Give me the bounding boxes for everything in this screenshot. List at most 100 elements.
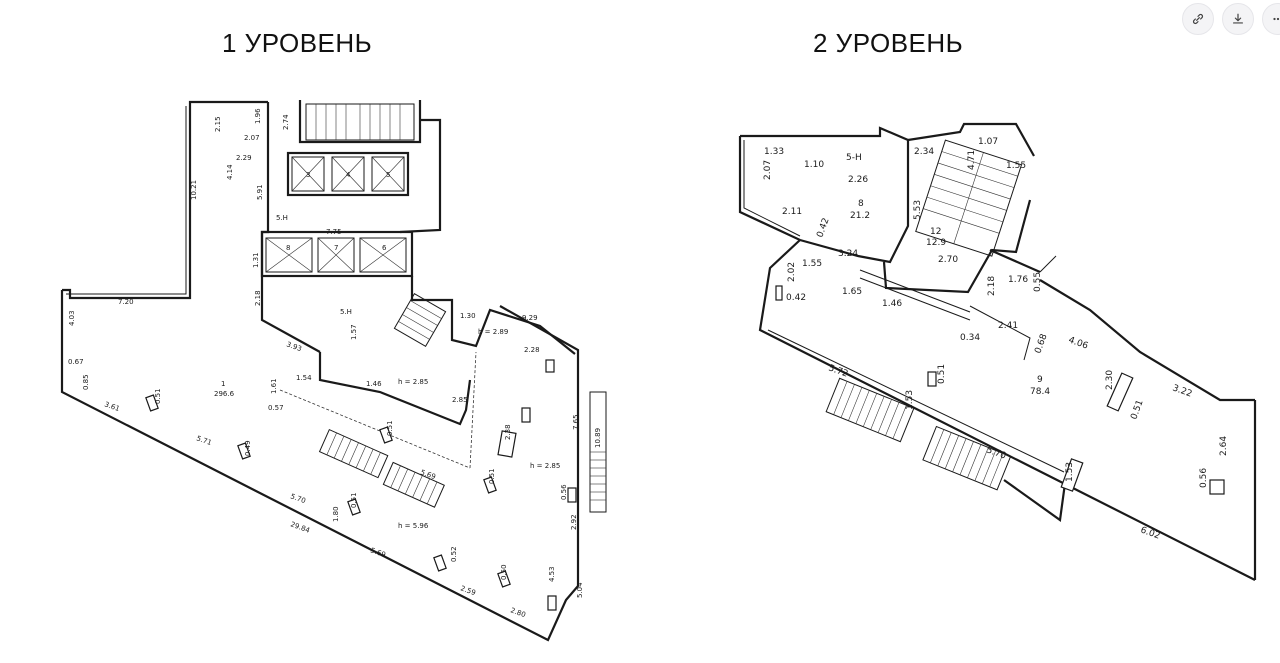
dimension-label: 0.57 <box>268 404 284 412</box>
lift-number: 3 <box>306 171 310 179</box>
dimension-label: 1.61 <box>270 378 278 394</box>
dimension-label: 7.75 <box>326 228 342 236</box>
dimension-label: 0.85 <box>82 374 90 390</box>
dimension-label: 0.51 <box>350 492 358 508</box>
height-label: h = 5.96 <box>398 522 429 530</box>
dimension-label: 2.15 <box>214 116 222 132</box>
dimension-label: 1.33 <box>764 147 784 157</box>
dimension-label: 6.02 <box>1139 525 1161 541</box>
height-label: h = 2.85 <box>398 378 428 386</box>
level-1-stairs <box>305 103 607 513</box>
dimension-label: 5.53 <box>913 200 923 220</box>
dimension-label: 4.14 <box>226 164 234 180</box>
dimension-label: 9.29 <box>522 314 538 322</box>
dimension-label: 1.10 <box>804 160 824 170</box>
dimension-label: 5.04 <box>576 582 584 598</box>
level-1-lifts <box>265 156 407 273</box>
dimension-label: 0.50 <box>500 564 508 580</box>
dimension-label: 5.91 <box>256 184 264 200</box>
dimension-label: 1.54 <box>296 374 312 382</box>
lift-number: 8 <box>286 244 290 252</box>
room-number-upper: 8 <box>858 199 864 209</box>
room-area-level-2: 78.4 <box>1030 387 1050 397</box>
dimension-label: 2.64 <box>1219 436 1229 456</box>
dimension-label: 3.22 <box>1171 383 1193 399</box>
lift-number: 7 <box>334 244 338 252</box>
level-2-labels: 9 78.4 8 21.2 12 12.9 1.33 1.10 5-H 2.34… <box>763 137 1229 542</box>
height-label: h = 2.89 <box>478 328 508 336</box>
dimension-label: 0.51 <box>488 468 496 484</box>
dimension-label: 1.57 <box>350 324 358 340</box>
dimension-label: 2.07 <box>244 134 260 142</box>
dimension-label: 2.92 <box>570 514 578 530</box>
dimension-label: 1.55 <box>802 259 822 269</box>
dimension-label: 1.53 <box>1065 462 1075 482</box>
dimension-label: 4.53 <box>548 566 556 582</box>
dimension-label: 10.89 <box>594 428 602 448</box>
dimension-label: 0.51 <box>154 388 162 404</box>
dimension-label: 1.30 <box>460 312 476 320</box>
dimension-label: 0.55 <box>1033 272 1043 292</box>
dimension-label: 2.26 <box>848 175 868 185</box>
dimension-label: 1.55 <box>1006 161 1026 171</box>
dimension-label: 0.56 <box>560 484 568 500</box>
dimension-label: 2.70 <box>938 255 958 265</box>
dimension-label: 2.34 <box>914 147 934 157</box>
dimension-label: 2.41 <box>998 321 1018 331</box>
dimension-label: 0.34 <box>960 333 980 343</box>
dimension-label: 7.65 <box>572 414 580 430</box>
dimension-label: 1.07 <box>978 137 998 147</box>
dimension-label: 4.71 <box>967 150 977 170</box>
dimension-label: 4.06 <box>1067 335 1090 351</box>
dimension-label: 0.42 <box>786 293 806 303</box>
room-area-level-1: 296.6 <box>214 390 235 398</box>
dimension-label: 0.42 <box>815 217 831 239</box>
dimension-label: 2.28 <box>524 346 540 354</box>
level-1-columns <box>145 359 577 611</box>
dimension-label: 2.30 <box>1105 370 1115 390</box>
dimension-label: 1.53 <box>905 390 915 410</box>
lift-number: 6 <box>382 244 387 252</box>
dimension-label: 5.H <box>340 308 352 316</box>
dimension-label: 1.76 <box>1008 275 1028 285</box>
dimension-label: 2.11 <box>782 207 802 217</box>
dimension-label: 0.68 <box>1033 333 1049 356</box>
room-number-level-1: 1 <box>221 380 225 388</box>
dimension-label: 2.18 <box>987 276 997 296</box>
dimension-label: 2.29 <box>236 154 252 162</box>
level-1-title: 1 УРОВЕНЬ <box>222 28 373 58</box>
dimension-label: 2.18 <box>254 290 262 306</box>
dimension-label: 2.85 <box>452 396 468 404</box>
level-1-walls <box>60 100 580 642</box>
dimension-label: 3.24 <box>838 249 858 259</box>
stair-room-number: 12 <box>930 227 941 237</box>
level-2-title: 2 УРОВЕНЬ <box>813 28 964 58</box>
room-area-upper: 21.2 <box>850 211 870 221</box>
dimension-label: 0.56 <box>1199 468 1209 488</box>
dimension-label: 2.02 <box>787 262 797 282</box>
image-toolbar <box>1182 3 1280 35</box>
dimension-label: 1.46 <box>366 380 382 388</box>
copy-link-button[interactable] <box>1182 3 1214 35</box>
dimension-label: 0.67 <box>68 358 84 366</box>
download-button[interactable] <box>1222 3 1254 35</box>
dimension-label: 2.38 <box>504 424 512 440</box>
dimension-label: 0.52 <box>450 546 458 562</box>
height-label: h = 2.85 <box>530 462 560 470</box>
dimension-label: 1.31 <box>252 252 260 268</box>
dimension-label: 10.21 <box>190 180 198 200</box>
dimension-label: 5.H <box>276 214 288 222</box>
dimension-label: 1.96 <box>254 108 262 124</box>
level-2-columns <box>775 285 1225 495</box>
dimension-label: 0.51 <box>937 364 947 384</box>
more-icon <box>1273 17 1280 21</box>
dimension-label: 5-H <box>846 153 862 163</box>
lift-number: 4 <box>346 171 351 179</box>
link-icon <box>1192 13 1204 25</box>
dimension-label: 1.65 <box>842 287 862 297</box>
dimension-label: 0.49 <box>244 440 252 456</box>
lift-number: 5 <box>386 171 390 179</box>
download-icon <box>1233 13 1243 24</box>
